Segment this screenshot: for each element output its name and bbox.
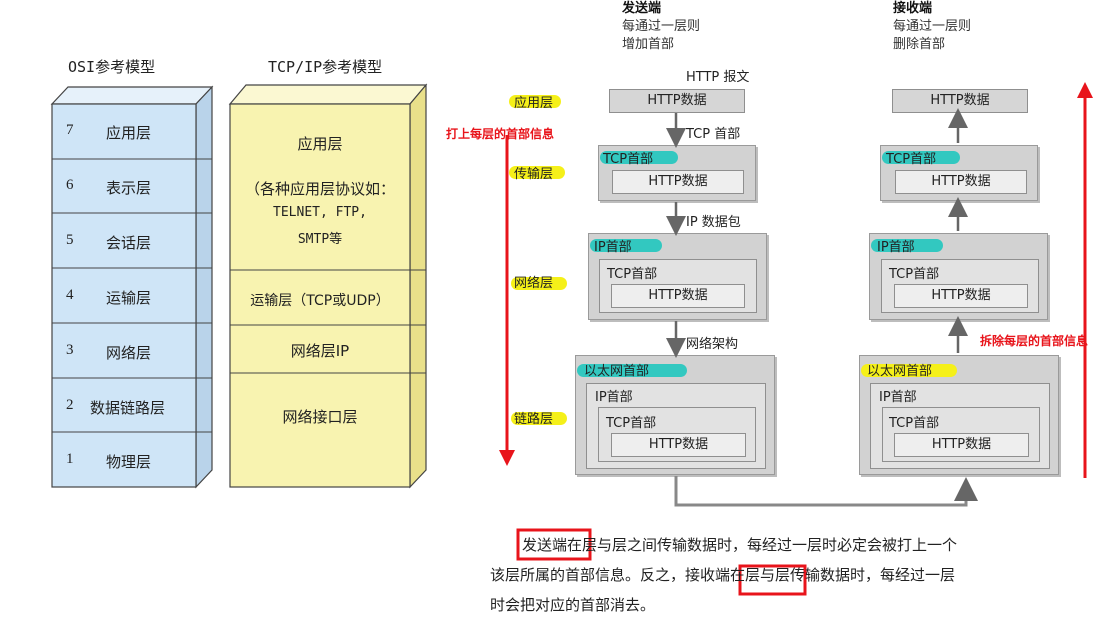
osi-layer-7-num: 7: [66, 122, 74, 138]
receiver-word-box: [738, 564, 807, 596]
layer-label-link: 链路层: [514, 412, 554, 427]
receiver-network-http-data: HTTP数据: [894, 284, 1028, 308]
osi-layer-2-name: 数据链路层: [90, 399, 166, 417]
sender-line1: 每通过一层则: [622, 19, 701, 34]
tcpip-title: TCP/IP参考模型: [268, 58, 383, 76]
osi-layer-1-num: 1: [66, 451, 74, 467]
osi-layer-5-name: 会话层: [106, 234, 152, 252]
paragraph-text-3: 在层与层传输数据时，每经过一层: [730, 566, 956, 584]
annotation-remove-headers: 拆除每层的首部信息: [980, 334, 1089, 348]
receiver-network-tcp-header: TCP首部: [889, 267, 940, 282]
osi-stack: [50, 85, 214, 489]
highlight: [871, 239, 943, 252]
tcpip-transport: 运输层（TCP或UDP）: [250, 293, 390, 309]
sender-link-tcp-header: TCP首部: [606, 416, 657, 431]
highlight: [509, 166, 565, 179]
sender-transport-tcp-header: TCP首部: [603, 152, 654, 167]
sender-link-http-data: HTTP数据: [611, 433, 746, 457]
transfer-path-arrow: [674, 476, 978, 507]
osi-layer-6-name: 表示层: [106, 179, 152, 197]
osi-title: OSI参考模型: [68, 58, 156, 76]
red-up-arrow: [1077, 82, 1093, 478]
tcpip-stack: [228, 83, 428, 489]
paragraph-receiver-word: 接收端: [685, 566, 731, 584]
highlight: [861, 364, 957, 377]
tcpip-app-desc3: SMTP等: [297, 232, 343, 247]
receiver-link-eth-header: 以太网首部: [867, 364, 933, 379]
highlight: [590, 239, 662, 252]
ip-packet-arrow-label: IP 数据包: [686, 215, 741, 230]
osi-layer-1-name: 物理层: [106, 453, 152, 471]
highlight: [511, 277, 567, 290]
receiver-transport-http-data: HTTP数据: [895, 170, 1027, 194]
receiver-header: 接收端 每通过一层则 删除首部: [893, 0, 971, 54]
frame-arrow-label: 网络架构: [686, 337, 739, 352]
annotation-add-headers: 打上每层的首部信息: [446, 127, 555, 141]
sender-app-http-data: HTTP数据: [609, 89, 745, 113]
highlight: [577, 364, 687, 377]
receiver-link-ip-header: IP首部: [879, 390, 917, 405]
receiver-link-tcp-header: TCP首部: [889, 416, 940, 431]
paragraph-sender-word: 发送端: [522, 536, 568, 554]
osi-layer-7-name: 应用层: [106, 124, 152, 142]
osi-layer-6-num: 6: [66, 177, 74, 193]
osi-layer-2-num: 2: [66, 397, 74, 413]
layer-label-application: 应用层: [514, 96, 554, 111]
tcp-header-arrow-label: TCP 首部: [686, 127, 741, 142]
sender-network-tcp-header: TCP首部: [607, 267, 658, 282]
tcpip-app-desc1: （各种应用层协议如：: [244, 180, 395, 198]
explanation-paragraph: 发送端在层与层之间传输数据时，每经过一层时必定会被打上一个 该层所属的首部信息。…: [490, 530, 1110, 620]
sender-word-box: [516, 528, 592, 561]
osi-layer-3-num: 3: [66, 342, 74, 358]
layer-label-network: 网络层: [514, 276, 554, 291]
tcpip-app-desc2: TELNET, FTP,: [273, 205, 367, 220]
osi-layer-4-name: 运输层: [106, 289, 152, 307]
model-stacks: [50, 83, 428, 489]
tcpip-network: 网络层IP: [290, 342, 350, 360]
receiver-title: 接收端: [893, 1, 933, 16]
sender-title: 发送端: [622, 1, 662, 16]
highlight: [511, 412, 567, 425]
sender-network-ip-header: IP首部: [594, 240, 632, 255]
sender-network-http-data: HTTP数据: [611, 284, 745, 308]
osi-layer-4-num: 4: [66, 287, 74, 303]
receiver-network-ip-header: IP首部: [877, 240, 915, 255]
red-down-arrow: [499, 135, 515, 466]
highlight: [509, 95, 561, 108]
receiver-line1: 每通过一层则: [893, 19, 972, 34]
paragraph-text-1: 在层与层之间传输数据时，每经过一层时必定会被打上一个: [567, 536, 958, 554]
layer-label-transport: 传输层: [514, 167, 554, 182]
tcpip-app-title: 应用层: [297, 135, 343, 153]
receiver-app-http-data: HTTP数据: [892, 89, 1028, 113]
osi-layer-3-name: 网络层: [106, 344, 152, 362]
sender-header: 发送端 每通过一层则 增加首部: [622, 0, 700, 54]
highlight: [882, 151, 960, 164]
sender-link-ip-header: IP首部: [595, 390, 633, 405]
receiver-line2: 删除首部: [893, 37, 946, 52]
tcpip-link: 网络接口层: [282, 408, 358, 426]
receiver-transport-tcp-header: TCP首部: [886, 152, 937, 167]
sender-line2: 增加首部: [622, 37, 675, 52]
osi-layer-5-num: 5: [66, 232, 74, 248]
paragraph-text-4: 时会把对应的首部消去。: [490, 596, 656, 614]
receiver-link-http-data: HTTP数据: [894, 433, 1029, 457]
paragraph-text-2: 该层所属的首部信息。反之，: [490, 566, 686, 584]
highlight: [600, 151, 678, 164]
http-message-label: HTTP 报文: [686, 70, 750, 85]
sender-transport-http-data: HTTP数据: [612, 170, 744, 194]
sender-link-eth-header: 以太网首部: [584, 364, 650, 379]
